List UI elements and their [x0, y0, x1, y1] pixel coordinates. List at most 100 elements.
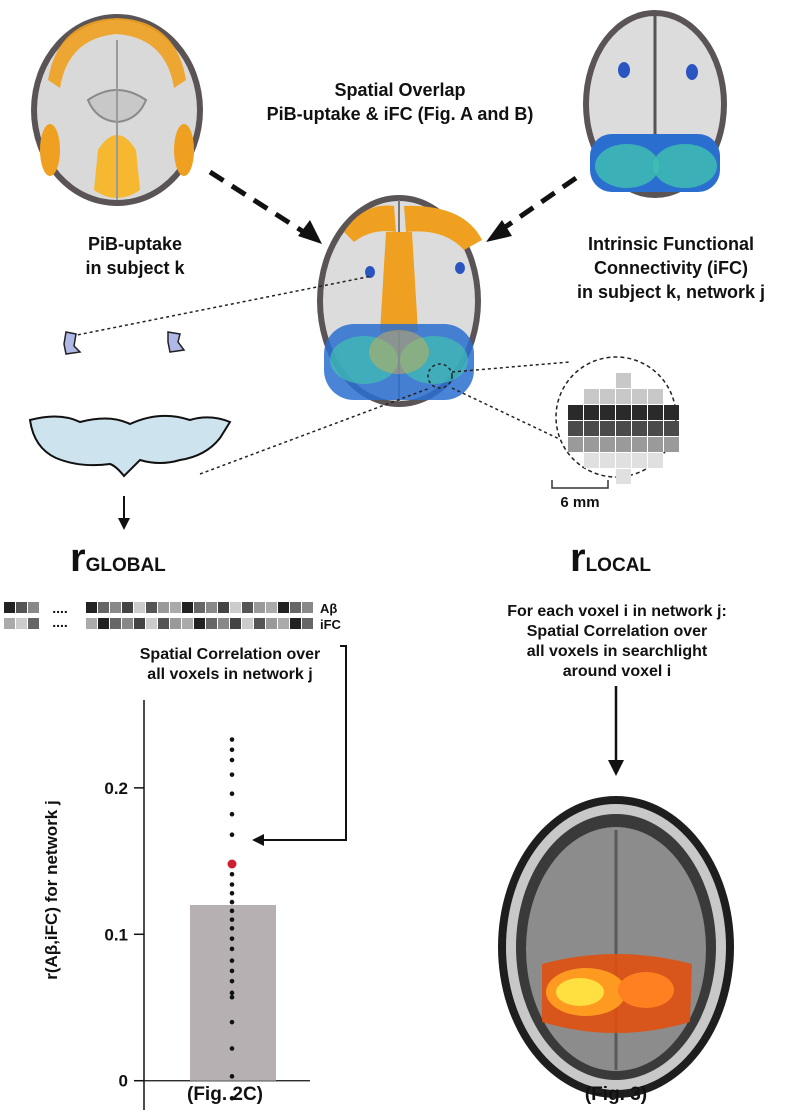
- ifc-line-3: in subject k, network j: [576, 282, 766, 302]
- ifc-label: Intrinsic Functional Connectivity (iFC) …: [545, 232, 797, 304]
- chart-point-subject: [229, 882, 235, 887]
- fig-2c-label: (Fig. 2C): [187, 1084, 263, 1105]
- ifc-line-1: Intrinsic Functional: [587, 234, 754, 254]
- chart-point-subject: [229, 958, 235, 963]
- pib-label: PiB-uptake in subject k: [10, 232, 260, 280]
- mri-activation-image: [498, 796, 734, 1098]
- overlap-line-1: Spatial Overlap: [334, 80, 466, 100]
- chart-point-subject: [229, 832, 235, 838]
- ellipsis-2: ....: [52, 614, 68, 630]
- bar-chart: 0 0.1 0.2: [104, 700, 310, 1110]
- chart-point-subject: [229, 899, 235, 905]
- chart-point-subject: [229, 757, 235, 763]
- r-local-heading: rLOCAL: [570, 536, 651, 581]
- chart-point-subject: [229, 791, 235, 797]
- searchlight-voxel: [648, 405, 663, 420]
- chart-point-subject: [229, 737, 235, 742]
- local-desc-line-3: all voxels in searchlight: [526, 643, 708, 660]
- chart-y-tick-label: 0: [119, 1072, 128, 1091]
- searchlight-voxel: [584, 437, 599, 452]
- searchlight-voxel: [616, 373, 631, 388]
- chart-point-subject: [229, 1019, 235, 1025]
- searchlight-voxel: [664, 405, 679, 420]
- searchlight-voxel: [648, 453, 663, 468]
- chart-point-subject: [229, 890, 235, 896]
- dotted-connector-lines: [71, 275, 575, 475]
- chart-point-subject: [229, 811, 235, 817]
- searchlight-voxel: [616, 421, 631, 436]
- searchlight-voxel: [616, 389, 631, 404]
- pib-brain-image: [31, 14, 203, 206]
- global-desc-line-2: all voxels in network j: [147, 666, 313, 683]
- chart-point-subject: [229, 772, 235, 777]
- row-label-abeta: Aβ: [320, 601, 338, 616]
- searchlight-voxel: [568, 437, 583, 452]
- r-local-sub: LOCAL: [585, 555, 652, 576]
- searchlight-voxel: [616, 437, 631, 452]
- pib-line-1: PiB-uptake: [87, 234, 183, 254]
- searchlight-voxel: [648, 389, 663, 404]
- arrow-pib-to-overlap: [208, 169, 578, 244]
- ifc-brain-image: [583, 10, 727, 198]
- fig-3-label: (Fig. 3): [584, 1084, 648, 1105]
- searchlight-voxel: [600, 389, 615, 404]
- global-description: Spatial Correlation over all voxels in n…: [110, 645, 350, 685]
- local-desc-line-4: around voxel i: [562, 663, 672, 680]
- local-desc-line-2: Spatial Correlation over: [526, 623, 708, 640]
- chart-y-axis-label: r(Aβ,iFC) for network j: [42, 800, 61, 980]
- scale-bar: [551, 480, 609, 489]
- searchlight-circle: [555, 356, 679, 484]
- searchlight-voxel: [616, 453, 631, 468]
- chart-point-highlighted: [227, 859, 237, 869]
- searchlight-voxel: [584, 405, 599, 420]
- chart-point-subject: [229, 1095, 235, 1101]
- searchlight-voxel: [568, 421, 583, 436]
- local-desc-line-1: For each voxel i in network j:: [507, 603, 727, 620]
- overlap-brain-image: [317, 195, 482, 407]
- searchlight-voxel: [664, 437, 679, 452]
- network-mask-shape: [28, 331, 232, 478]
- searchlight-voxel: [632, 453, 647, 468]
- chart-point-subject: [229, 1046, 235, 1051]
- searchlight-voxel: [600, 421, 615, 436]
- ellipsis-1: ....: [52, 600, 68, 616]
- searchlight-voxel: [568, 405, 583, 420]
- chart-point-subject: [229, 946, 235, 952]
- r-global-sub: GLOBAL: [85, 555, 166, 576]
- ifc-line-2: Connectivity (iFC): [593, 258, 748, 278]
- r-local-main: r: [570, 536, 586, 580]
- chart-point-subject: [229, 994, 235, 1000]
- overlap-title: Spatial Overlap PiB-uptake & iFC (Fig. A…: [235, 78, 565, 126]
- chart-point-subject: [229, 936, 235, 941]
- searchlight-voxel: [616, 469, 631, 484]
- chart-point-subject: [229, 871, 235, 877]
- row-label-ifc: iFC: [320, 617, 341, 632]
- searchlight-voxel: [584, 453, 599, 468]
- chart-point-subject: [229, 978, 235, 984]
- global-desc-line-1: Spatial Correlation over: [139, 646, 321, 663]
- searchlight-voxel: [600, 437, 615, 452]
- chart-point-subject: [229, 747, 235, 753]
- searchlight-voxel: [600, 453, 615, 468]
- searchlight-voxel: [632, 437, 647, 452]
- local-description: For each voxel i in network j: Spatial C…: [470, 602, 764, 682]
- searchlight-voxel: [664, 421, 679, 436]
- searchlight-voxel: [648, 437, 663, 452]
- searchlight-voxel: [584, 389, 599, 404]
- searchlight-voxel: [632, 405, 647, 420]
- chart-y-tick-label: 0.1: [104, 925, 128, 944]
- searchlight-voxel: [616, 405, 631, 420]
- searchlight-voxel: [648, 421, 663, 436]
- pib-line-2: in subject k: [85, 258, 185, 278]
- chart-point-subject: [229, 926, 235, 931]
- searchlight-voxel: [632, 421, 647, 436]
- chart-y-tick-label: 0.2: [104, 779, 128, 798]
- searchlight-voxel: [584, 421, 599, 436]
- chart-point-subject: [229, 1074, 235, 1079]
- scale-bar-label: 6 mm: [560, 494, 600, 511]
- overlap-line-2: PiB-uptake & iFC (Fig. A and B): [266, 104, 534, 124]
- chart-point-subject: [229, 908, 235, 914]
- chart-point-subject: [229, 917, 235, 922]
- searchlight-voxel: [632, 389, 647, 404]
